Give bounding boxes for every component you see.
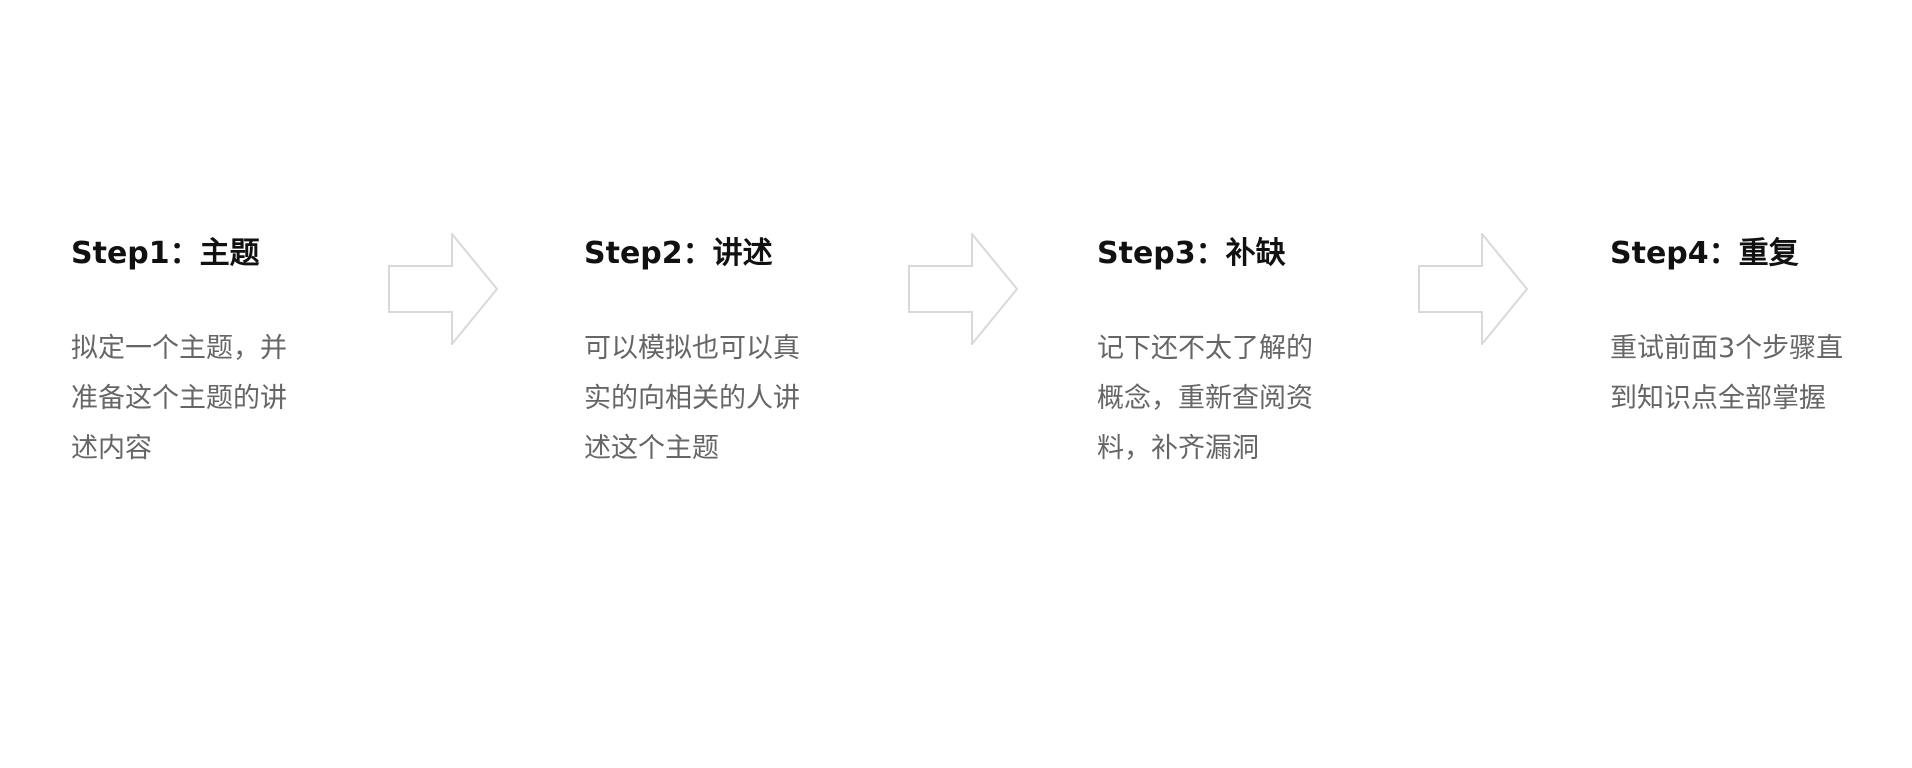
step-4-title: Step4：重复 bbox=[1610, 236, 1799, 271]
step-4-description: 重试前面3个步骤直到知识点全部掌握 bbox=[1610, 333, 1844, 414]
step-4: Step4：重复 重试前面3个步骤直到知识点全部掌握 bbox=[1610, 232, 1870, 424]
right-arrow-icon bbox=[1418, 233, 1528, 345]
step-2: Step2：讲述 可以模拟也可以真实的向相关的人讲述这个主题 bbox=[584, 232, 844, 474]
step-3-title: Step3：补缺 bbox=[1097, 236, 1286, 271]
step-1: Step1：主题 拟定一个主题，并准备这个主题的讲述内容 bbox=[71, 232, 331, 474]
step-1-title: Step1：主题 bbox=[71, 236, 260, 271]
right-arrow-icon bbox=[908, 233, 1018, 345]
step-1-description: 拟定一个主题，并准备这个主题的讲述内容 bbox=[71, 333, 287, 464]
step-2-description: 可以模拟也可以真实的向相关的人讲述这个主题 bbox=[584, 333, 800, 464]
step-3-description: 记下还不太了解的概念，重新查阅资料，补齐漏洞 bbox=[1097, 333, 1313, 464]
right-arrow-icon bbox=[388, 233, 498, 345]
step-3: Step3：补缺 记下还不太了解的概念，重新查阅资料，补齐漏洞 bbox=[1097, 232, 1357, 474]
step-2-title: Step2：讲述 bbox=[584, 236, 773, 271]
